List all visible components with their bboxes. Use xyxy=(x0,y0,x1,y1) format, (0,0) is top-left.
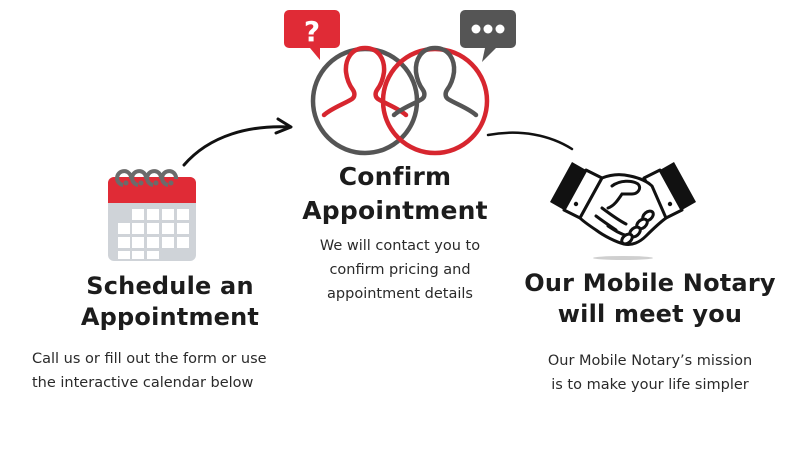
step2-title: Confirm Appointment xyxy=(290,160,500,228)
step3-title: Our Mobile Notary will meet you xyxy=(510,268,790,330)
line-step2-to-step3 xyxy=(486,131,574,151)
step3-title-line1: Our Mobile Notary xyxy=(524,269,776,297)
handshake-icon xyxy=(550,162,696,260)
ellipsis-bubble-icon xyxy=(460,10,516,62)
step1-desc-line2: the interactive calendar below xyxy=(32,375,254,391)
calendar-icon xyxy=(108,169,196,261)
step1-title-line2: Appointment xyxy=(80,303,260,331)
step2-desc-line3: appointment details xyxy=(327,286,473,302)
question-bubble-icon: ? xyxy=(284,10,340,60)
step3-desc-line1: Our Mobile Notary’s mission xyxy=(547,353,753,369)
step1-description: Call us or fill out the form or use the … xyxy=(20,347,322,395)
step2-title-line2: Appointment xyxy=(302,196,488,225)
step2-title-line1: Confirm xyxy=(338,162,452,191)
people-chat-icon: ? xyxy=(284,10,516,156)
step3-desc-line2: is to make your life simpler xyxy=(551,377,749,393)
step2-desc-line2: confirm pricing and xyxy=(329,262,471,278)
step1-title: Schedule an Appointment xyxy=(20,271,320,333)
step1-desc-line1: Call us or fill out the form or use xyxy=(32,351,267,367)
step2-desc-line1: We will contact you to xyxy=(319,238,481,254)
step2-description: We will contact you to confirm pricing a… xyxy=(300,234,500,306)
svg-text:?: ? xyxy=(304,15,320,48)
step3-title-line2: will meet you xyxy=(557,300,743,328)
arrow-step1-to-step2 xyxy=(182,117,293,167)
step1-title-line1: Schedule an xyxy=(86,272,254,300)
step3-description: Our Mobile Notary’s mission is to make y… xyxy=(510,349,790,397)
